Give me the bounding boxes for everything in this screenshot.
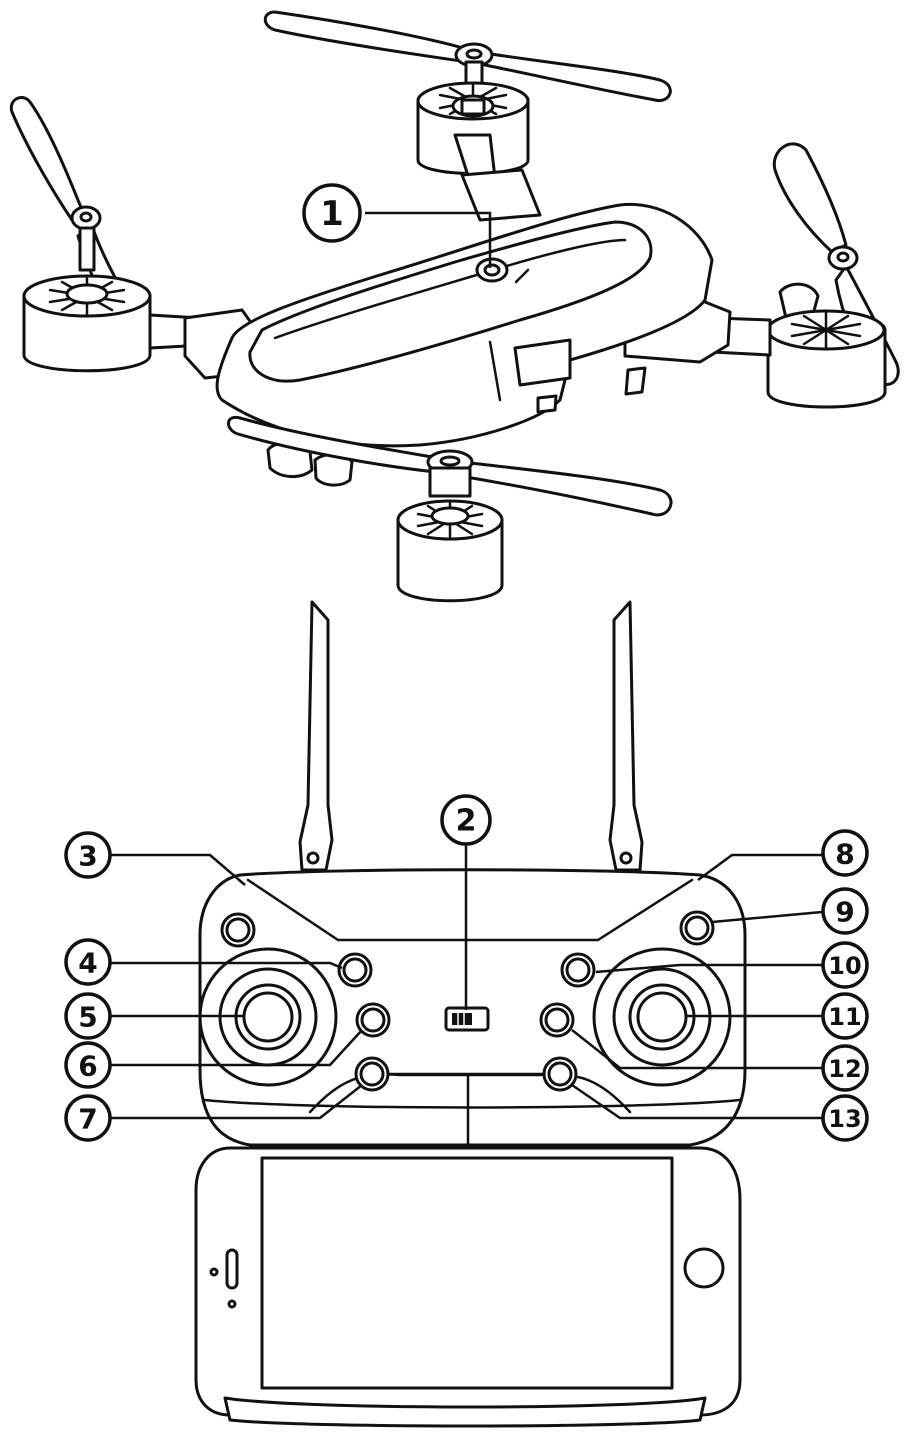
callout-9: 9 <box>821 887 869 935</box>
callout-3: 3 <box>64 831 112 879</box>
leader-lines <box>110 211 823 1120</box>
svg-text:8: 8 <box>835 838 854 871</box>
svg-text:11: 11 <box>828 1003 861 1031</box>
svg-text:2: 2 <box>456 804 477 839</box>
right-joystick <box>592 947 732 1087</box>
svg-text:6: 6 <box>78 1050 97 1083</box>
callout-8: 8 <box>821 829 869 877</box>
propeller-left <box>9 96 207 373</box>
left-joystick <box>198 947 338 1087</box>
callout-2: 2 <box>440 794 492 846</box>
propeller-front <box>227 415 673 603</box>
svg-text:12: 12 <box>828 1055 861 1083</box>
callout-13: 13 <box>821 1094 869 1142</box>
svg-text:5: 5 <box>78 1001 97 1034</box>
callout-7: 7 <box>64 1094 112 1142</box>
power-switch <box>444 1006 490 1032</box>
smartphone <box>194 1146 742 1428</box>
callout-12: 12 <box>821 1044 869 1092</box>
svg-text:9: 9 <box>835 896 854 929</box>
callout-5: 5 <box>64 992 112 1040</box>
svg-text:1: 1 <box>320 194 344 234</box>
callout-11: 11 <box>821 992 869 1040</box>
drone <box>9 10 900 603</box>
propeller-back <box>263 10 672 222</box>
phone-screen <box>260 1156 674 1390</box>
callout-1: 1 <box>302 183 362 243</box>
antenna-right <box>608 600 644 872</box>
controller-buttons <box>220 910 715 1092</box>
remote-controller <box>198 600 747 1154</box>
drone-body <box>183 202 732 487</box>
svg-text:7: 7 <box>78 1103 97 1136</box>
callouts: 1 2 3 8 9 4 10 5 <box>64 183 869 1142</box>
propeller-right <box>710 142 900 409</box>
antenna-left <box>298 600 334 872</box>
svg-text:10: 10 <box>828 952 861 980</box>
callout-4: 4 <box>64 938 112 986</box>
phone-home-button <box>683 1247 725 1289</box>
svg-text:13: 13 <box>828 1105 861 1133</box>
svg-text:4: 4 <box>78 947 97 980</box>
svg-text:3: 3 <box>78 840 97 873</box>
callout-10: 10 <box>821 941 869 989</box>
callout-6: 6 <box>64 1041 112 1089</box>
